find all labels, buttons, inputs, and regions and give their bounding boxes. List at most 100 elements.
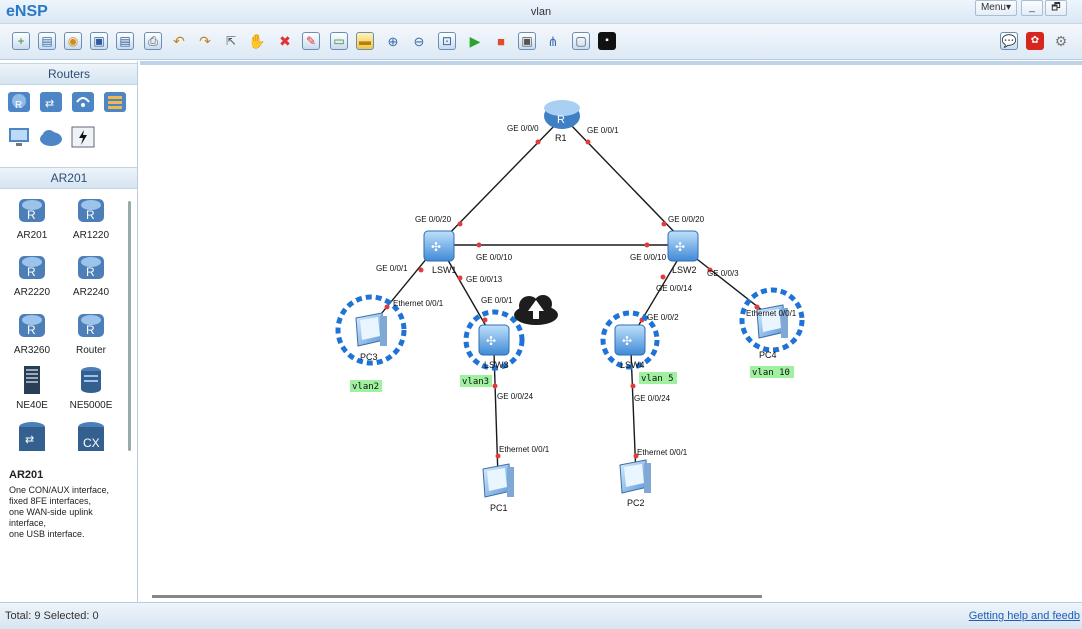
topology-canvas[interactable]: R ✣ ✣ ✣ ✣ [140,61,1082,602]
core-switch-icon[interactable]: ⇄ [18,421,46,451]
port-label: GE 0/0/13 [466,275,503,284]
device-ar2240[interactable]: R AR2240 [63,253,119,298]
new-lab-icon[interactable]: ▤ [38,32,56,50]
select-icon[interactable]: ⇱ [225,34,237,48]
cloud-category-icon[interactable] [39,125,63,149]
redo-icon[interactable]: ↷ [199,33,211,49]
wireless-category-icon[interactable] [71,90,95,114]
port-label: GE 0/0/1 [481,296,513,305]
capture-icon[interactable]: ▣ [518,32,536,50]
router-r1[interactable]: R [544,100,580,129]
palette-icon[interactable]: ▬ [356,32,374,50]
pc-pc3[interactable] [355,312,387,347]
router-category-icon[interactable]: R [7,90,31,114]
port-label: GE 0/0/1 [587,126,619,135]
port-dot [754,304,760,310]
menu-button[interactable]: Menu▾ [975,0,1017,16]
link-r1-lsw2[interactable] [567,121,685,243]
switch-icon: ✣ [431,240,441,254]
zoom-in-icon[interactable]: ⊕ [387,33,399,49]
save-icon[interactable]: ▣ [90,32,108,50]
chat-icon[interactable]: 💬 [1000,32,1018,50]
minimize-button[interactable]: _ [1021,0,1043,16]
upload-cloud-icon[interactable] [514,295,558,325]
svg-text:R: R [27,208,36,222]
router-icon: R [19,199,45,222]
device-ar2220[interactable]: R AR2220 [4,253,60,298]
pan-icon[interactable]: ✋ [248,33,266,49]
device-ar1220[interactable]: R AR1220 [63,196,119,241]
routers-header[interactable]: Routers [0,63,137,85]
port-label: GE 0/0/10 [476,253,513,262]
switch-lsw2[interactable]: ✣ [667,230,699,262]
router-icon: R [557,114,565,126]
link-lsw2-lsw4[interactable] [630,255,681,339]
save-as-icon[interactable]: ▤ [116,32,134,50]
stop-icon[interactable]: ■ [497,33,505,49]
svg-text:R: R [86,208,95,222]
undo-icon[interactable]: ↶ [173,33,185,49]
device-label: NE5000E [69,400,113,411]
model-header[interactable]: AR201 [0,167,137,189]
print-icon[interactable]: ⎙ [144,32,162,50]
device-ne40e[interactable]: NE40E [4,366,60,411]
device-list-scrollbar[interactable] [128,201,131,451]
help-link[interactable]: Getting help and feedb [968,610,1080,622]
link-lsw3-pc1[interactable] [493,351,499,479]
switch-lsw4[interactable]: ✣ [614,324,646,356]
core-router-icon [81,367,101,393]
restore-button[interactable]: 🗗 [1045,0,1067,16]
port-dot [418,267,424,273]
node-label-pc3: PC3 [360,352,378,362]
topology-icon[interactable]: ⋔ [547,33,559,49]
topology-diagram[interactable]: R ✣ ✣ ✣ ✣ [140,65,1082,602]
delete-icon[interactable]: ✖ [279,33,291,49]
device-router[interactable]: R Router [63,311,119,356]
device-ar3260[interactable]: R AR3260 [4,311,60,356]
pc-pc4[interactable] [756,304,788,339]
router-icon: R [78,256,104,279]
end-device-category-icon[interactable] [7,125,31,149]
window-title: vlan [530,6,552,18]
svg-text:⇄: ⇄ [25,434,34,446]
switch-lsw1[interactable]: ✣ [423,230,455,262]
settings-icon[interactable]: ⚙ [1054,33,1068,49]
start-icon[interactable]: ▶ [469,33,481,49]
selection-rings [335,287,805,371]
firewall-category-icon[interactable] [103,90,127,114]
new-topology-icon[interactable]: + [12,32,30,50]
svg-text:R: R [15,100,22,111]
zoom-out-icon[interactable]: ⊖ [413,33,425,49]
port-dot [457,221,463,227]
delete-all-icon[interactable]: ✎ [302,32,320,50]
fit-view-icon[interactable]: ⊡ [438,32,456,50]
pc-pc2[interactable] [619,459,651,494]
vlan-tag-pc4[interactable]: vlan 10 [750,366,794,378]
port-dots [384,139,760,459]
link-category-icon[interactable] [71,125,95,149]
port-dot [476,242,482,248]
vlan-tag-lsw4[interactable]: vlan 5 [639,372,677,384]
grid-icon[interactable]: ▢ [572,32,590,50]
router-icon: R [19,256,45,279]
vlan-tag-pc3[interactable]: vlan2 [350,380,382,392]
port-label: GE 0/0/20 [668,215,705,224]
chassis-icon [24,366,40,394]
device-ar201[interactable]: R AR201 [4,196,60,241]
switch-category-icon[interactable]: ⇄ [39,90,63,114]
open-icon[interactable]: ◉ [64,32,82,50]
text-icon[interactable]: ▭ [330,32,348,50]
node-label-pc1: PC1 [490,503,508,513]
pc-pc1[interactable] [482,463,514,498]
device-ne5000e[interactable]: NE5000E [63,366,119,411]
canvas-horizontal-scrollbar[interactable] [152,595,762,598]
terminal-icon[interactable]: ▪ [598,32,616,50]
vlan-tag-lsw3[interactable]: vlan3 [460,375,492,387]
port-dot [585,139,591,145]
port-dot [384,304,390,310]
port-dot [660,274,666,280]
cluster-router-icon[interactable]: CX [77,421,105,451]
huawei-icon[interactable]: ✿ [1026,32,1044,50]
logo-text: eNSP [6,3,48,20]
switch-lsw3[interactable]: ✣ [478,324,510,356]
